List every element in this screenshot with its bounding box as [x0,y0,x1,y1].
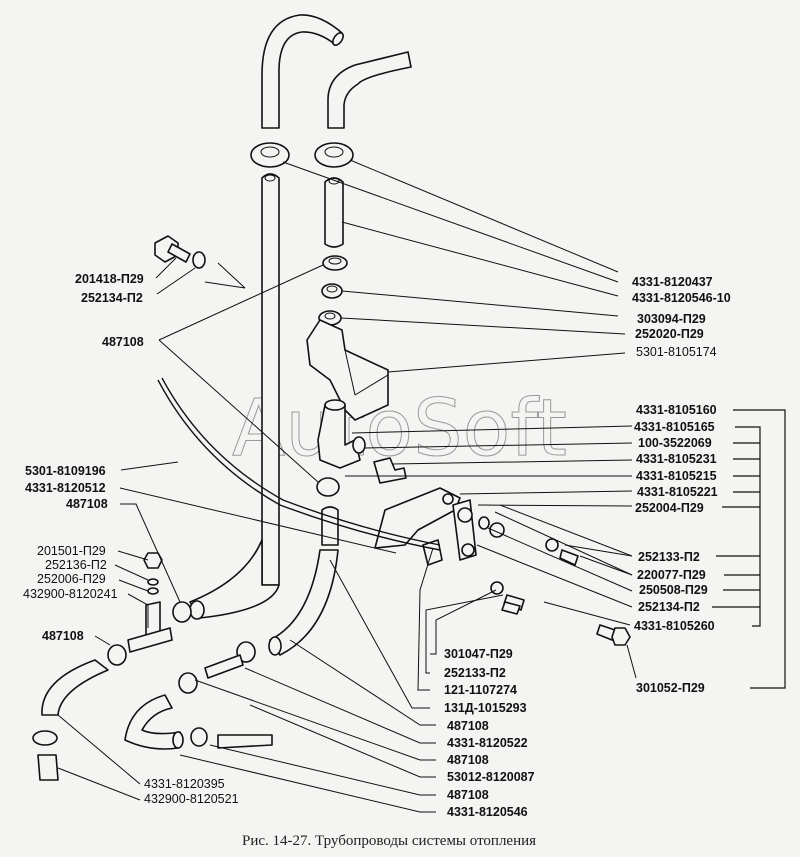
heater-tap-valve [317,399,366,469]
hose-left-curved [189,539,280,620]
part-label: 487108 [66,497,108,511]
part-label: 487108 [447,753,489,767]
hose-right-curved [268,549,339,656]
sensor-432900-8120521 [37,754,59,781]
fitting-100-3522069 [373,457,407,484]
clamp-bottom-left [32,730,58,746]
part-label: 4331-8105221 [637,485,718,499]
part-label: 432900-8120241 [23,587,118,601]
part-label: 301052-П29 [636,681,705,695]
part-label: 303094-П29 [637,312,706,326]
clamp-487108-valve [316,477,340,497]
upper-pipe-left [261,14,344,129]
short-pipe-4331-8120522 [204,654,244,679]
grommet-left [250,142,290,168]
part-label: 4331-8105165 [634,420,715,434]
part-label: 4331-8120437 [632,275,713,289]
part-label: 252004-П29 [635,501,704,515]
bracket-5301-8105174 [306,319,389,421]
part-label: 252133-П2 [638,550,700,564]
part-label: 4331-8105160 [636,403,717,417]
labels-bottom-center: 301047-П29 252133-П2 121-1107274 131Д-10… [444,647,535,819]
clamp-487108-lower [178,641,256,747]
part-label: 252006-П29 [37,572,106,586]
part-label: 250508-П29 [639,583,708,597]
figure-caption: Рис. 14-27. Трубопроводы системы отоплен… [242,833,536,849]
leader-lines [57,159,637,813]
short-pipe-mid [321,506,339,546]
small-fasteners [478,516,631,646]
part-label: 432900-8120521 [144,792,239,806]
labels-right-group: 4331-8105160 4331-8105165 100-3522069 43… [634,403,718,695]
part-label: 487108 [447,788,489,802]
hose-4331-8120546 [124,694,184,750]
part-label: 53012-8120087 [447,770,535,784]
group-bracket [712,409,786,689]
part-label: 252020-П29 [635,327,704,341]
upper-pipe-right [327,51,412,129]
part-label: 220077-П29 [637,568,706,582]
part-label: 252136-П2 [45,558,107,572]
short-pipe-8120546-10 [324,177,344,248]
part-label: 4331-8120522 [447,736,528,750]
part-label: 4331-8105231 [636,452,717,466]
drive-plate-bracket [374,487,477,561]
part-label: 4331-8120546-10 [632,291,731,305]
nut-303094 [321,283,343,299]
tee-432900-8120241 [127,552,173,653]
part-label: 487108 [42,629,84,643]
part-label: 252134-П2 [81,291,143,305]
part-label: 4331-8120546 [447,805,528,819]
lever-8105215 [422,539,443,566]
hose-clamp-top [322,255,348,271]
part-label: 201418-П29 [75,272,144,286]
part-label: 4331-8120395 [144,777,225,791]
hose-4331-8120395 [41,659,109,716]
part-label: 252133-П2 [444,666,506,680]
stud-301047 [501,601,521,615]
part-label: 487108 [102,335,144,349]
part-label: 121-1107274 [444,683,517,697]
part-label: 252134-П2 [638,600,700,614]
part-label: 100-3522069 [638,436,712,450]
labels-left: 201418-П29 252134-П2 487108 5301-8109196… [23,272,144,643]
bolt-201418 [154,235,206,269]
part-label: 487108 [447,719,489,733]
part-label: 201501-П29 [37,544,106,558]
part-label: 4331-8120512 [25,481,106,495]
part-label: 131Д-1015293 [444,701,527,715]
pipe-53012-8120087 [217,734,273,749]
labels-right-top: 4331-8120437 4331-8120546-10 303094-П29 … [632,275,731,359]
long-vertical-pipe [261,173,280,586]
grommet-right [314,142,354,168]
part-label: 4331-8105260 [634,619,715,633]
part-label: 301047-П29 [444,647,513,661]
clamp-487108-tee [107,644,127,666]
part-label: 5301-8105174 [636,345,717,359]
part-label: 5301-8109196 [25,464,106,478]
part-label: 4331-8105215 [636,469,717,483]
clamp-487108-left [172,601,192,623]
labels-bottom-left: 4331-8120395 432900-8120521 [144,777,239,806]
drive-cable-5301-8109196 [157,377,441,551]
